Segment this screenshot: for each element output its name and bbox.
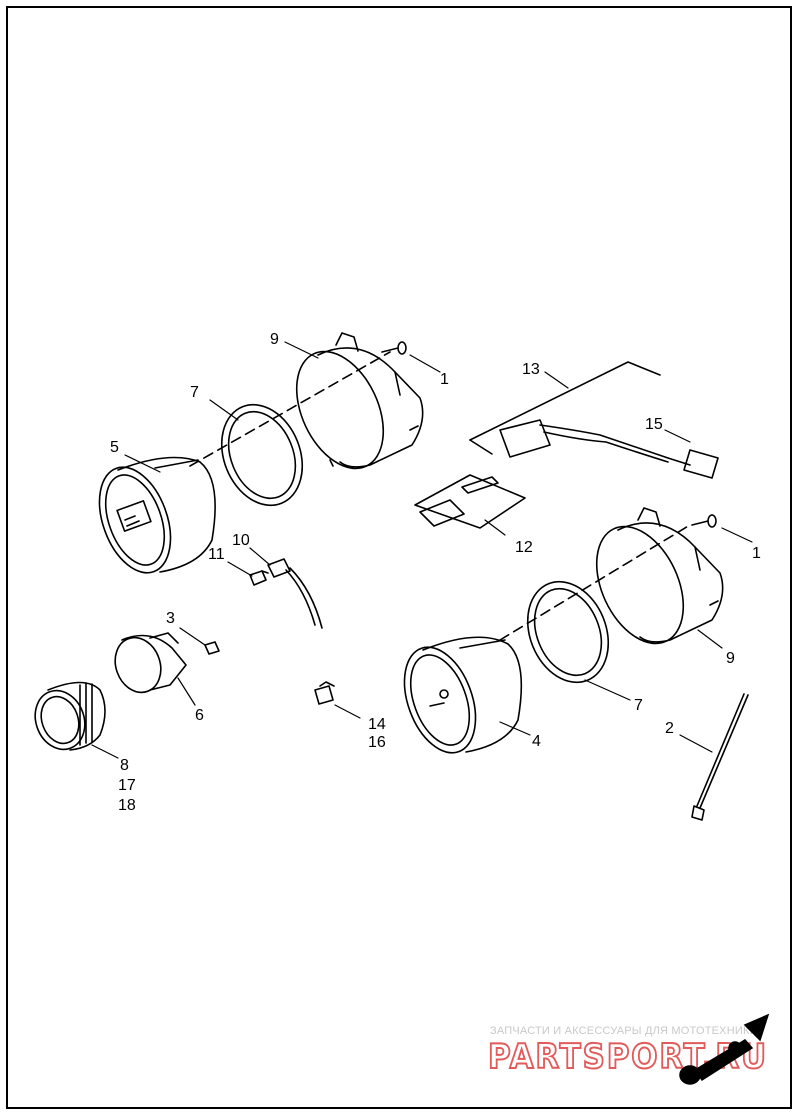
fuse-holder-12 <box>414 474 526 529</box>
assembly-axis-upper <box>189 351 391 467</box>
callout-label: 12 <box>515 539 533 556</box>
callout-label: 4 <box>532 733 541 750</box>
screw-1-lower <box>691 514 717 528</box>
watermark: ЗАПЧАСТИ И АКСЕССУАРЫ ДЛЯ МОТОТЕХНИКИ PA… <box>487 1013 770 1085</box>
callout-labels: 1 1 2 3 4 5 6 7 7 8 9 9 10 11 12 13 14 1… <box>110 331 761 814</box>
callout-label: 7 <box>634 697 643 714</box>
callout-label: 10 <box>232 532 250 549</box>
callout-label: 11 <box>208 546 225 563</box>
assembly-axis-lower <box>499 524 691 641</box>
callout-label: 18 <box>118 797 136 814</box>
sensor-10 <box>267 558 323 629</box>
callout-label: 9 <box>726 650 735 667</box>
callout-label: 3 <box>166 610 175 627</box>
trim-ring-7-upper <box>220 403 304 507</box>
leader-lines <box>91 341 753 759</box>
diagram-border <box>6 6 792 1109</box>
mounting-bracket-6 <box>114 632 187 694</box>
callout-label: 5 <box>110 439 119 456</box>
callout-label: 15 <box>645 416 663 433</box>
watermark-tagline: ЗАПЧАСТИ И АКСЕССУАРЫ ДЛЯ МОТОТЕХНИКИ <box>490 1025 758 1037</box>
rubber-boot-11 <box>249 570 269 586</box>
trim-ring-7-lower <box>526 580 610 684</box>
gauge-cover-9-lower <box>595 507 724 645</box>
callout-label: 6 <box>195 707 204 724</box>
callout-label: 7 <box>190 384 199 401</box>
cable-tie-2 <box>691 693 749 821</box>
wiring-harness-13 <box>469 361 719 479</box>
callout-label: 2 <box>665 720 674 737</box>
nut-3 <box>204 641 220 655</box>
callout-label: 16 <box>368 734 386 751</box>
callout-label: 17 <box>118 777 136 794</box>
callout-label: 9 <box>270 331 279 348</box>
callout-label: 8 <box>120 757 129 774</box>
clip-14-16 <box>314 681 335 705</box>
motorcycle-rider-icon <box>679 1013 770 1085</box>
gauge-8 <box>34 681 106 751</box>
callout-label: 1 <box>752 545 761 562</box>
gauge-5 <box>98 456 216 574</box>
screw-1-upper <box>381 341 407 355</box>
gauge-cover-9-upper <box>295 332 424 470</box>
gauge-4 <box>403 636 523 754</box>
callout-label: 13 <box>522 361 540 378</box>
callout-label: 14 <box>368 716 386 733</box>
callout-label: 1 <box>440 371 449 388</box>
